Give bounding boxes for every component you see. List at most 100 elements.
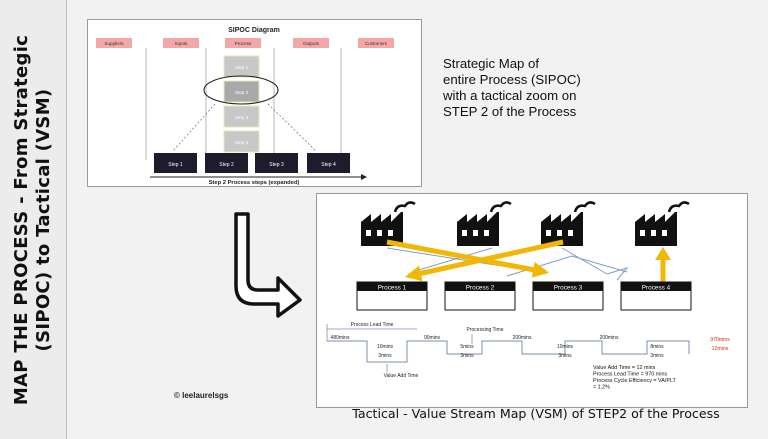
factory-window <box>557 230 562 236</box>
sidebar: MAP THE PROCESS - From Strategic (SIPOC)… <box>0 0 67 439</box>
sipoc-process-step-label: Step 3 <box>269 162 284 168</box>
sipoc-process-step <box>255 153 298 173</box>
process-time-label: 10mins <box>377 344 394 350</box>
material-flow-arrow <box>408 239 564 279</box>
vsm-process-header <box>621 282 691 291</box>
sipoc-header-box <box>225 38 261 48</box>
vsm-panel: Process 1 Process 2 Process 3 Process 4 Pro… <box>316 193 748 408</box>
sipoc-stack-step <box>223 130 260 153</box>
process-time-sub-label: 3mins <box>460 353 474 359</box>
factory-window <box>377 230 382 236</box>
sipoc-stack-step-label: Step 1 <box>235 65 249 70</box>
strategic-note: Strategic Map of entire Process (SIPOC) … <box>443 56 581 119</box>
factory-body <box>541 212 583 246</box>
sipoc-process-step-label: Step 4 <box>321 162 336 168</box>
sipoc-process-step-label: Step 1 <box>168 162 183 168</box>
factory-smoke <box>393 201 416 213</box>
sipoc-stack-step <box>223 55 260 78</box>
vsm-process-label: Process 2 <box>466 285 495 292</box>
timeline-ladder <box>327 340 690 363</box>
vsm-process-label: Process 4 <box>642 285 671 292</box>
sipoc-header-box <box>96 38 132 48</box>
factory-icon <box>457 201 512 246</box>
factory-icon <box>541 201 596 246</box>
sipoc-header-label: Process <box>235 41 252 46</box>
sipoc-stack-step <box>223 80 260 103</box>
sipoc-stack-step-label: Step 4 <box>235 140 249 145</box>
sipoc-process-step <box>307 153 350 173</box>
factory-window <box>462 230 467 236</box>
copyright-label: © leelaurelsgs <box>174 391 229 400</box>
factory-smoke <box>667 201 690 213</box>
side-title: MAP THE PROCESS - From Strategic (SIPOC)… <box>11 34 54 406</box>
sipoc-header-box <box>163 38 199 48</box>
info-flow-line <box>411 247 493 273</box>
sipoc-title: SIPOC Diagram <box>228 27 280 34</box>
material-flow-arrowhead <box>405 265 423 282</box>
processing-time-label: Processing Time <box>467 327 504 333</box>
factory-window <box>473 230 478 236</box>
vsm-process-label: Process 1 <box>378 285 407 292</box>
sipoc-process-step <box>154 153 197 173</box>
factory-smoke <box>489 201 512 213</box>
total-lead-time: 970mins <box>710 337 730 343</box>
vsm-summary-line: = 1.2% <box>593 385 610 391</box>
sipoc-process-step-label: Step 2 <box>219 162 234 168</box>
factory-window <box>546 230 551 236</box>
process-time-label: 5mins <box>460 344 474 350</box>
zoom-ellipse <box>203 75 279 105</box>
process-flow-arrowhead <box>361 174 367 180</box>
total-value-time: 12mins <box>712 346 729 352</box>
vsm-diagram: Process 1 Process 2 Process 3 Process 4 Pro… <box>326 201 730 391</box>
vsm-summary-line: Process Cycle Efficiency = VA/PLT <box>593 378 677 384</box>
wait-time-label: 90mins <box>424 335 441 341</box>
sipoc-stack-step <box>223 105 260 128</box>
factory-body <box>361 212 403 246</box>
sipoc-process-step <box>205 153 248 173</box>
factory-window <box>366 230 371 236</box>
sipoc-header-label: Customers <box>365 41 388 46</box>
factory-window <box>484 230 489 236</box>
vsm-process-header <box>533 282 603 291</box>
process-time-label: 10mins <box>557 344 574 350</box>
projection-line <box>267 103 317 152</box>
factory-window <box>388 230 393 236</box>
sipoc-header-box <box>293 38 329 48</box>
wait-time-label: 480mins <box>331 335 350 341</box>
material-flow-arrowhead <box>531 261 549 278</box>
process-time-sub-label: 3mins <box>378 353 392 359</box>
factory-window <box>662 230 667 236</box>
wait-time-label: 200mins <box>513 335 532 341</box>
sipoc-stack-step-label: Step 3 <box>235 115 249 120</box>
sipoc-footer: Step 2 Process steps (expanded) <box>209 180 300 186</box>
sipoc-header-label: Inputs <box>175 41 188 46</box>
vsm-summary-line: Value Add Time = 12 mins <box>593 365 656 371</box>
factory-icon <box>361 201 416 246</box>
vsm-summary-line: Process Lead Time = 970 mins <box>593 372 667 378</box>
down-right-arrow-icon <box>234 212 302 318</box>
process-time-label: 8mins <box>650 344 664 350</box>
sipoc-header-label: Outputs <box>303 41 320 46</box>
factory-icon <box>635 201 690 246</box>
factory-body <box>635 212 677 246</box>
value-add-time-label: Value Add Time <box>384 373 419 379</box>
factory-body <box>457 212 499 246</box>
projection-line <box>172 103 216 152</box>
wait-time-label: 200mins <box>600 335 619 341</box>
process-time-sub-label: 3mins <box>558 353 572 359</box>
vsm-process-header <box>357 282 427 291</box>
sipoc-stack-step-label: Step 2 <box>235 90 249 95</box>
process-time-sub-label: 3mins <box>650 353 664 359</box>
process-lead-time-label: Process Lead Time <box>351 322 394 328</box>
factory-window <box>568 230 573 236</box>
info-flow-line <box>561 247 629 281</box>
vsm-process-label: Process 3 <box>554 285 583 292</box>
factory-window <box>651 230 656 236</box>
material-flow-arrowhead <box>655 247 671 260</box>
sipoc-header-box <box>358 38 394 48</box>
vsm-caption: Tactical - Value Stream Map (VSM) of STE… <box>352 406 720 421</box>
factory-smoke <box>573 201 596 213</box>
